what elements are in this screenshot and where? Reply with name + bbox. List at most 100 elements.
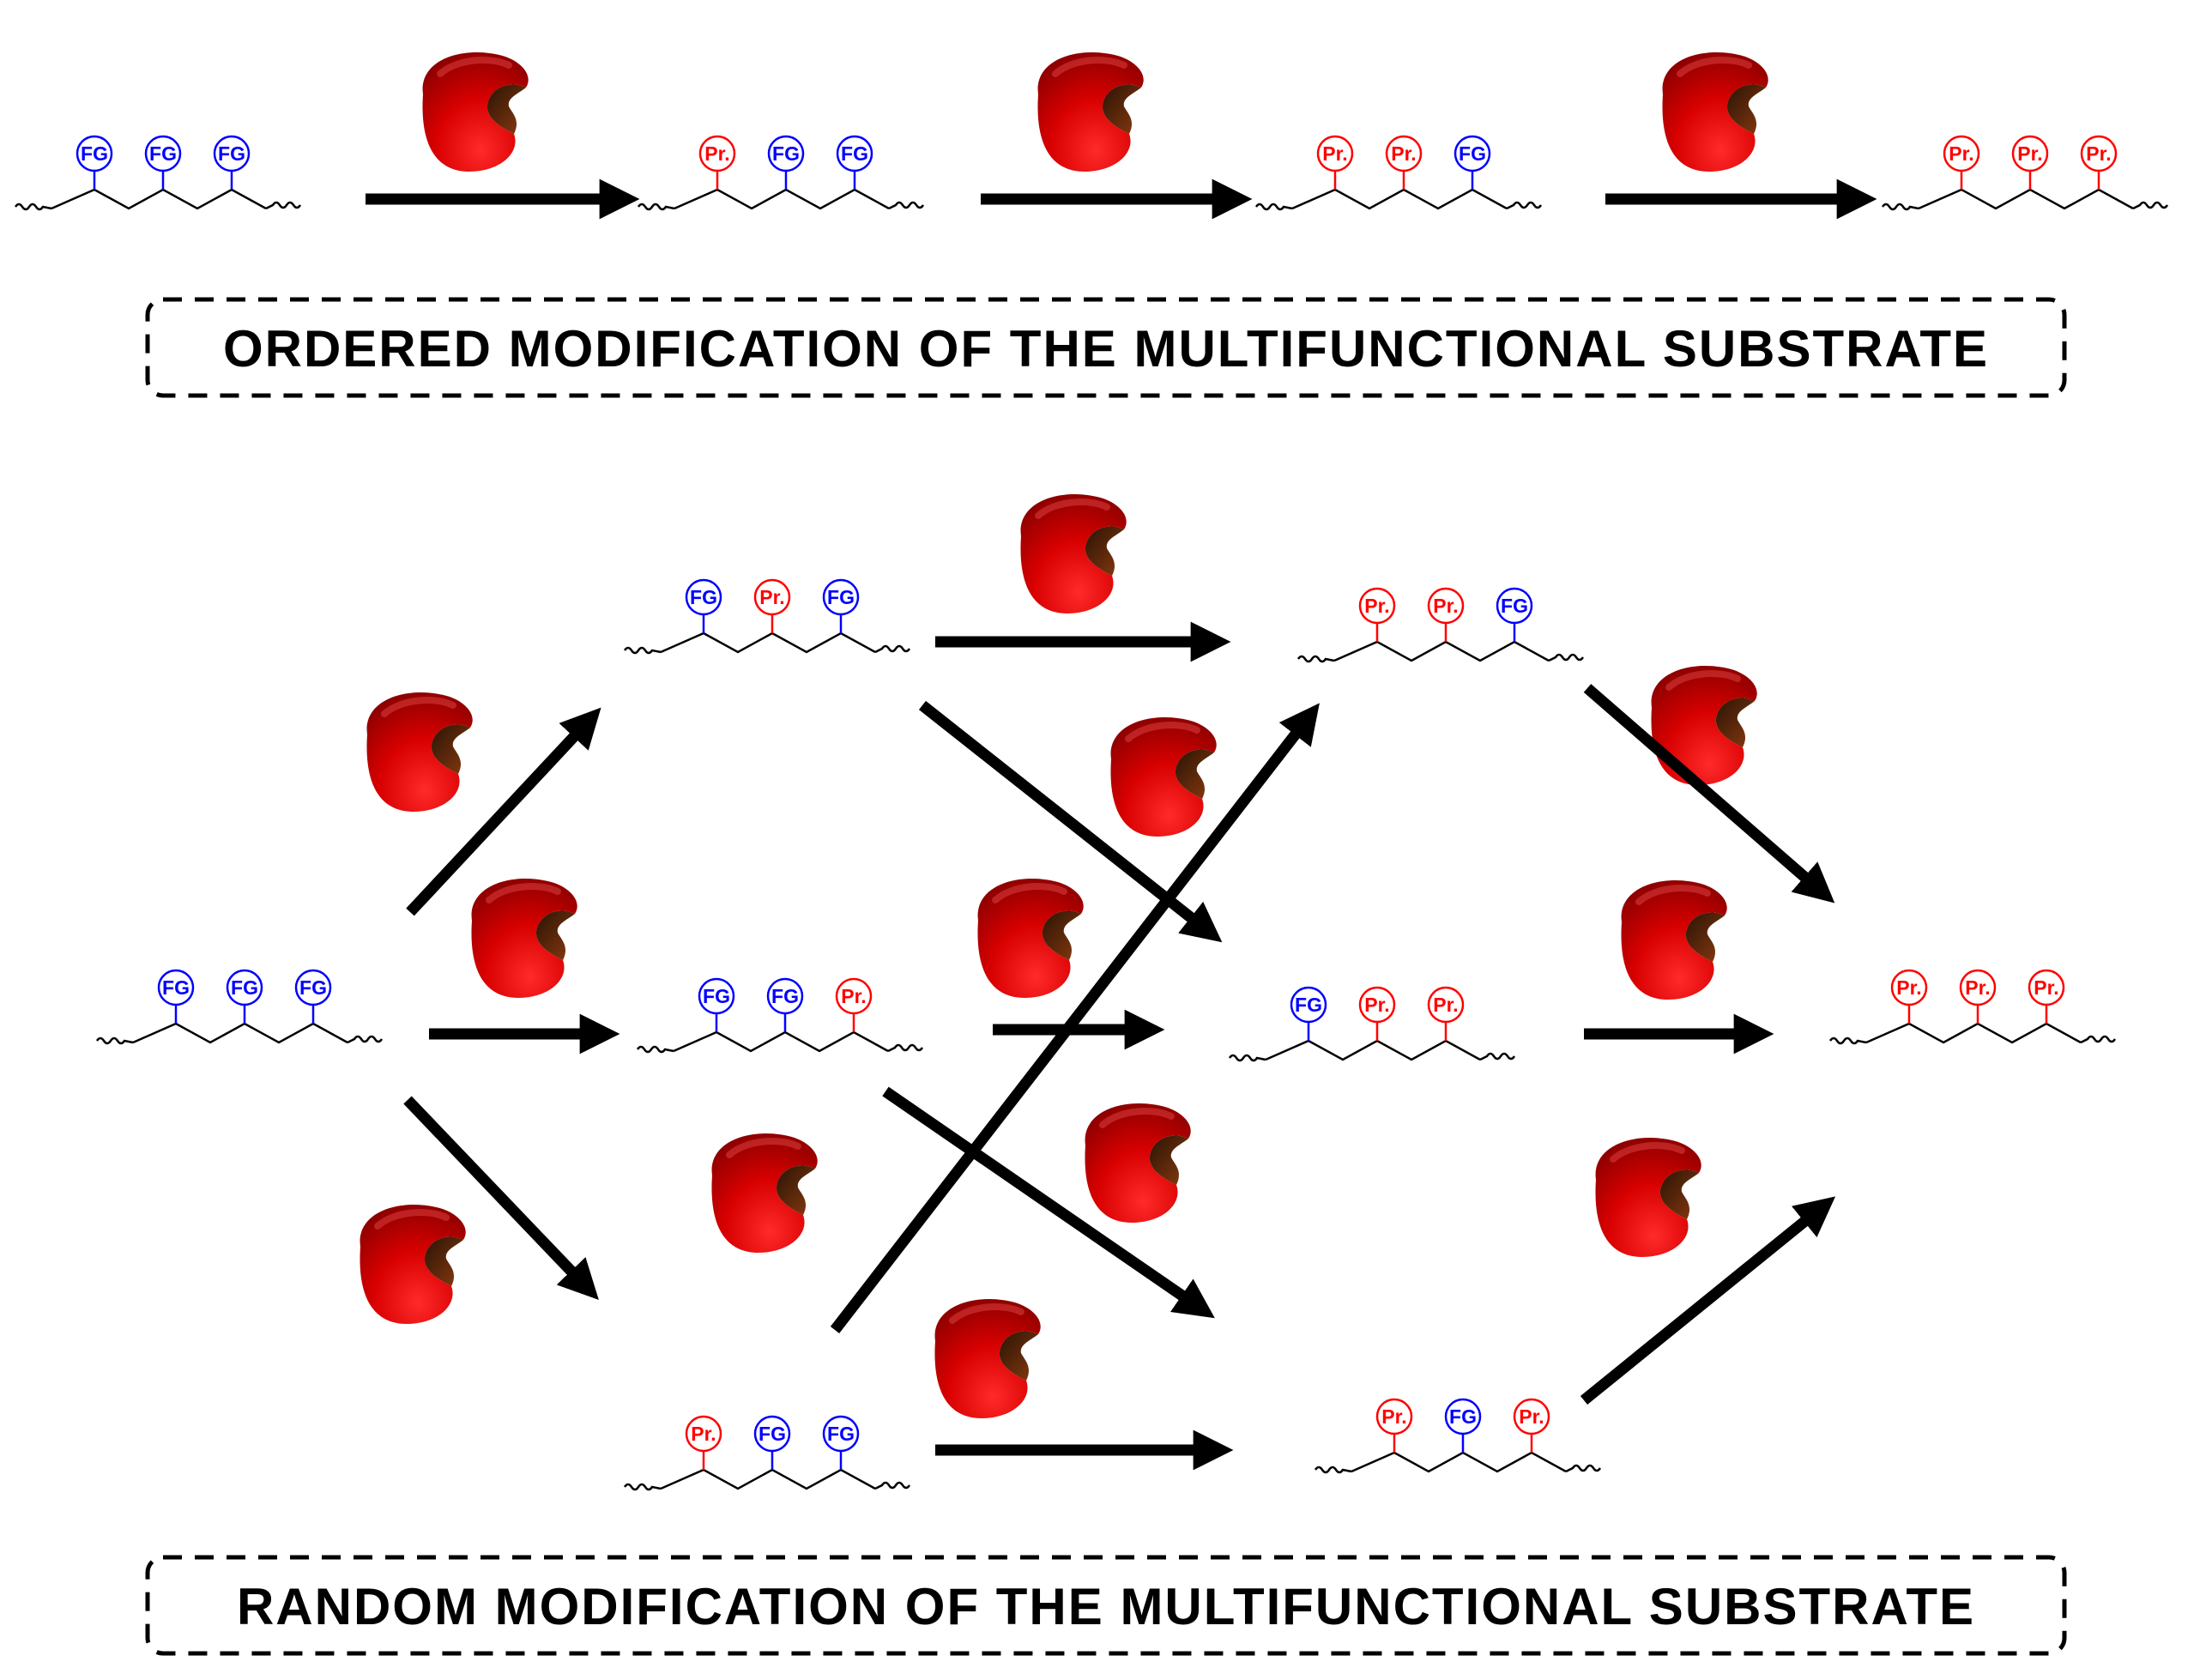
chain-end-squiggle (347, 1035, 384, 1044)
group-label: FG (1449, 1405, 1477, 1428)
functional-group: FG (294, 969, 332, 1024)
chain-end-squiggle (636, 1045, 674, 1054)
reaction-arrow-icon (1583, 684, 1835, 903)
functional-group: FG (1496, 587, 1533, 642)
group-circle (1943, 135, 1980, 172)
chain-end-squiggle (1314, 1465, 1352, 1474)
enzyme-body (1595, 1138, 1701, 1257)
enzyme-body (1037, 52, 1144, 172)
group-circle (1959, 969, 1997, 1006)
chain-end-squiggle (887, 1043, 924, 1053)
group-label: FG (81, 142, 108, 165)
enzyme-active-site (487, 84, 526, 134)
enzyme-body (934, 1299, 1041, 1418)
functional-group: FG (144, 135, 182, 190)
group-label: Pr. (1364, 994, 1389, 1016)
group-circle (753, 578, 791, 616)
group-circle (767, 135, 805, 172)
chain-backbone (1351, 1451, 1567, 1473)
enzyme-active-site (535, 910, 575, 960)
group-label: Pr. (691, 1423, 716, 1445)
chain-end-squiggle (1296, 655, 1335, 663)
chain-end-squiggle (623, 1483, 662, 1491)
substrate-chain: Pr.Pr.FG (1296, 587, 1585, 663)
group-label: Pr. (1896, 976, 1921, 999)
group-circle (226, 969, 263, 1006)
group-label: Pr. (1433, 994, 1458, 1016)
group-circle (1444, 1398, 1482, 1435)
group-circle (1454, 135, 1491, 172)
chain-end-squiggle (2132, 201, 2169, 210)
enzyme-highlight (1677, 57, 1752, 77)
group-label: Pr. (704, 142, 729, 165)
enzyme-pacman-icon (1662, 52, 1768, 172)
group-label: FG (299, 976, 327, 999)
random-caption: RANDOM MODIFICATION OF THE MULTIFUNCTION… (237, 1578, 1975, 1635)
chain-end-squiggle (14, 202, 52, 211)
group-label: FG (1501, 595, 1528, 617)
group-circle (1427, 587, 1465, 625)
chain-backbone (1918, 188, 2134, 210)
chain-backbone (1865, 1022, 2082, 1044)
enzyme-highlight (381, 697, 456, 717)
enzyme-body (1662, 52, 1768, 172)
group-label: FG (703, 985, 730, 1007)
random-caption-box (145, 1555, 2067, 1656)
functional-group: FG (836, 135, 873, 190)
chain-backbone (660, 632, 876, 654)
enzyme-active-site (1042, 910, 1081, 960)
enzyme-pacman-icon (1110, 717, 1217, 837)
group-circle (1496, 587, 1533, 625)
enzyme-pacman-icon (977, 879, 1084, 998)
group-circle (1358, 587, 1396, 625)
enzyme-active-site (424, 1236, 463, 1286)
enzyme-body (711, 1133, 818, 1253)
substrate-chain: Pr.Pr.Pr. (1828, 969, 2117, 1045)
substrate-chain: Pr.Pr.Pr. (1881, 135, 2169, 211)
product-group: Pr. (1943, 135, 1980, 190)
group-circle (1290, 986, 1327, 1024)
enzyme-body (977, 879, 1084, 998)
enzyme-active-site (1715, 698, 1755, 747)
group-label: FG (827, 1423, 855, 1445)
group-circle (698, 977, 735, 1015)
chain-end-squiggle (1228, 1054, 1266, 1062)
group-circle (822, 1415, 860, 1453)
group-label: FG (162, 976, 190, 999)
product-group: Pr. (1890, 969, 1928, 1024)
enzyme-pacman-icon (1037, 52, 1144, 172)
product-group: Pr. (698, 135, 736, 190)
group-circle (1358, 986, 1396, 1024)
enzyme-active-site (999, 1331, 1038, 1381)
enzyme-highlight (1125, 722, 1200, 742)
enzyme-body (471, 879, 577, 998)
group-circle (2011, 135, 2049, 172)
group-label: FG (690, 586, 717, 608)
product-group: Pr. (1427, 587, 1465, 642)
group-circle (1513, 1398, 1550, 1435)
group-circle (685, 578, 722, 616)
group-label: FG (772, 142, 800, 165)
chain-backbone (660, 1468, 876, 1490)
ordered-caption: ORDERED MODIFICATION OF THE MULTIFUNCTIO… (223, 320, 1989, 378)
enzyme-body (1651, 666, 1757, 785)
enzyme-active-site (1726, 84, 1766, 134)
functional-group: FG (685, 578, 722, 633)
enzyme-pacman-icon (1020, 494, 1127, 613)
chain-end-squiggle (1565, 1464, 1602, 1473)
enzyme-active-site (1085, 526, 1124, 576)
reaction-arrow-icon (918, 700, 1223, 943)
enzyme-pacman-icon (1085, 1103, 1191, 1223)
enzyme-highlight (726, 1138, 801, 1158)
group-label: FG (231, 976, 258, 999)
group-circle (835, 977, 873, 1015)
ordered-caption-box (145, 297, 2067, 398)
substrate-chain: FG Pr. FG (623, 578, 911, 655)
functional-group: FG (822, 578, 860, 633)
group-label: Pr. (759, 586, 784, 608)
enzyme-pacman-icon (471, 879, 577, 998)
group-label: FG (827, 586, 855, 608)
enzyme-highlight (1052, 57, 1127, 77)
